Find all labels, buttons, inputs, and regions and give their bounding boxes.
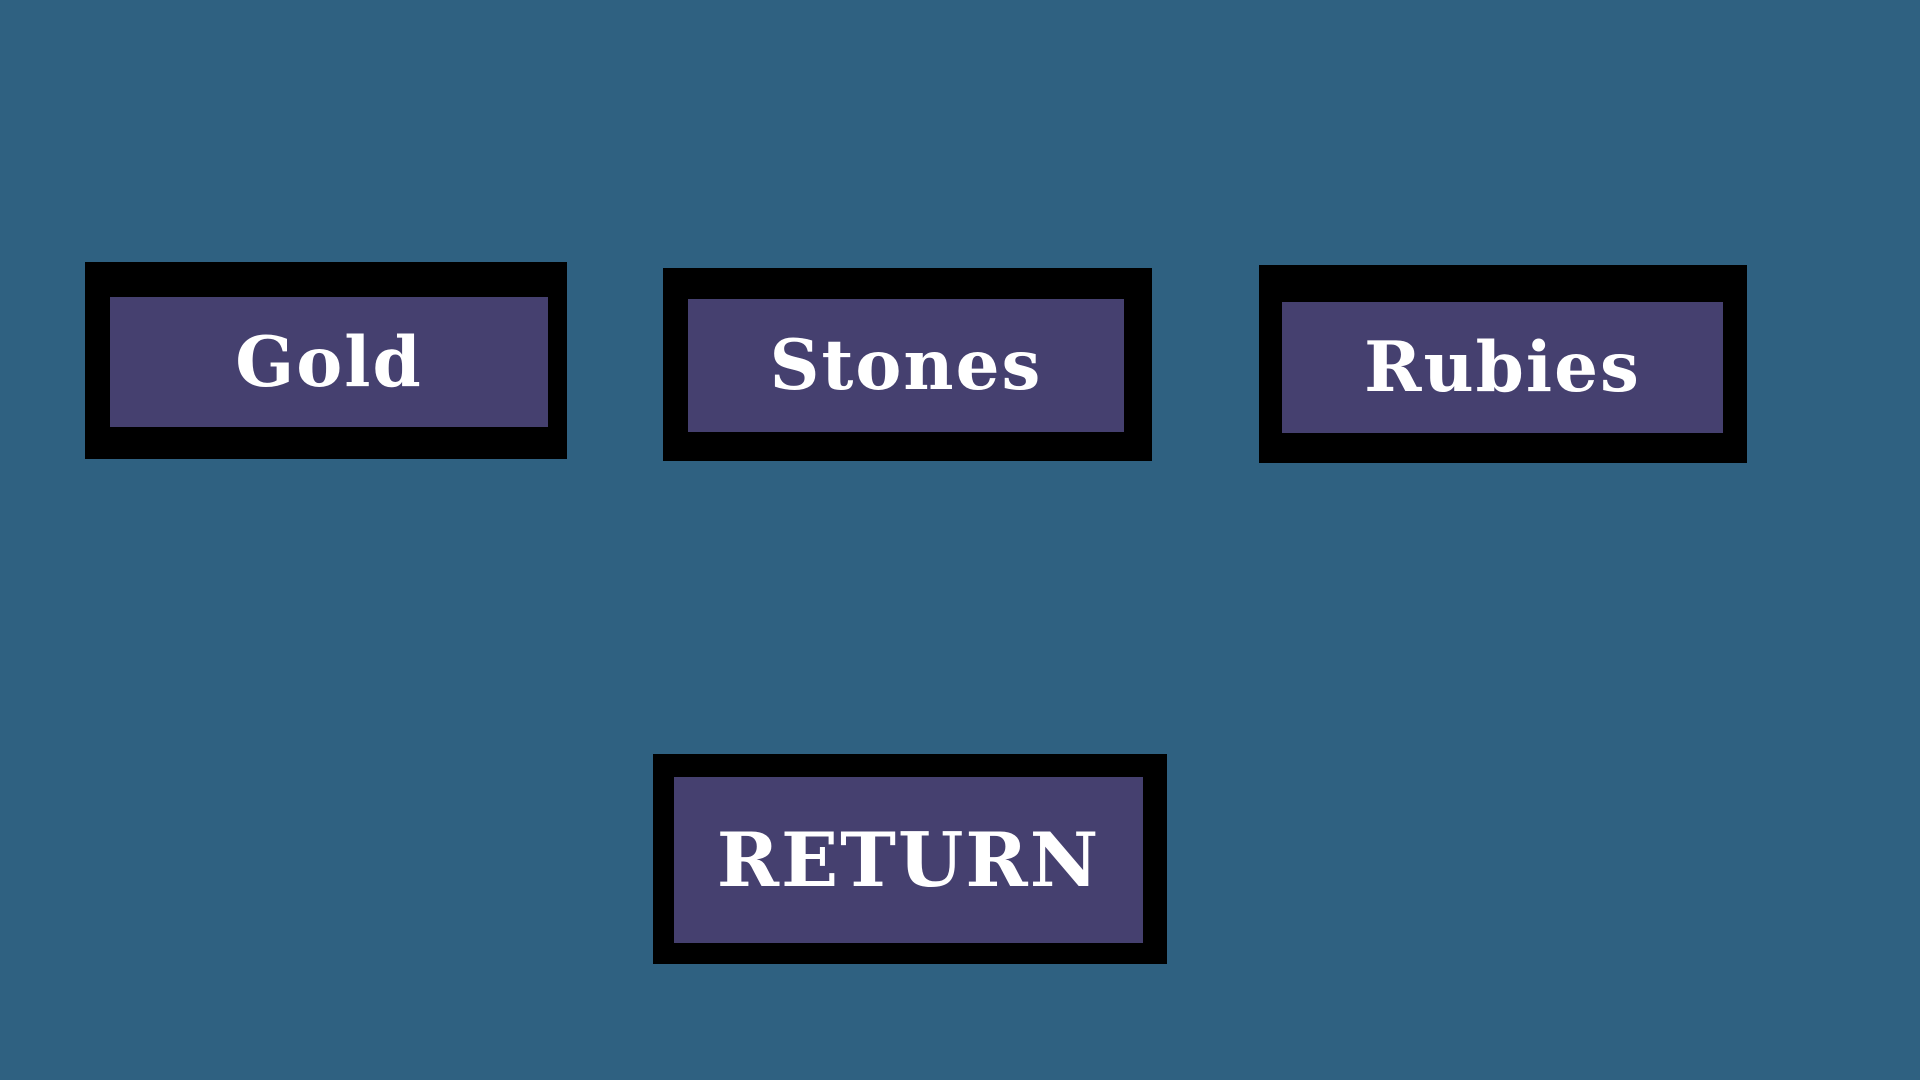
return-button[interactable]: RETURN — [653, 754, 1167, 964]
return-button-face: RETURN — [674, 777, 1143, 943]
rubies-button-label: Rubies — [1364, 327, 1641, 408]
gold-button[interactable]: Gold — [85, 262, 567, 459]
rubies-button[interactable]: Rubies — [1259, 265, 1747, 463]
stones-button[interactable]: Stones — [663, 268, 1152, 461]
stones-button-label: Stones — [769, 325, 1043, 406]
gold-button-face: Gold — [110, 297, 548, 427]
gold-button-label: Gold — [235, 321, 423, 403]
stones-button-face: Stones — [688, 299, 1124, 432]
return-button-label: RETURN — [716, 816, 1101, 904]
rubies-button-face: Rubies — [1282, 302, 1723, 433]
